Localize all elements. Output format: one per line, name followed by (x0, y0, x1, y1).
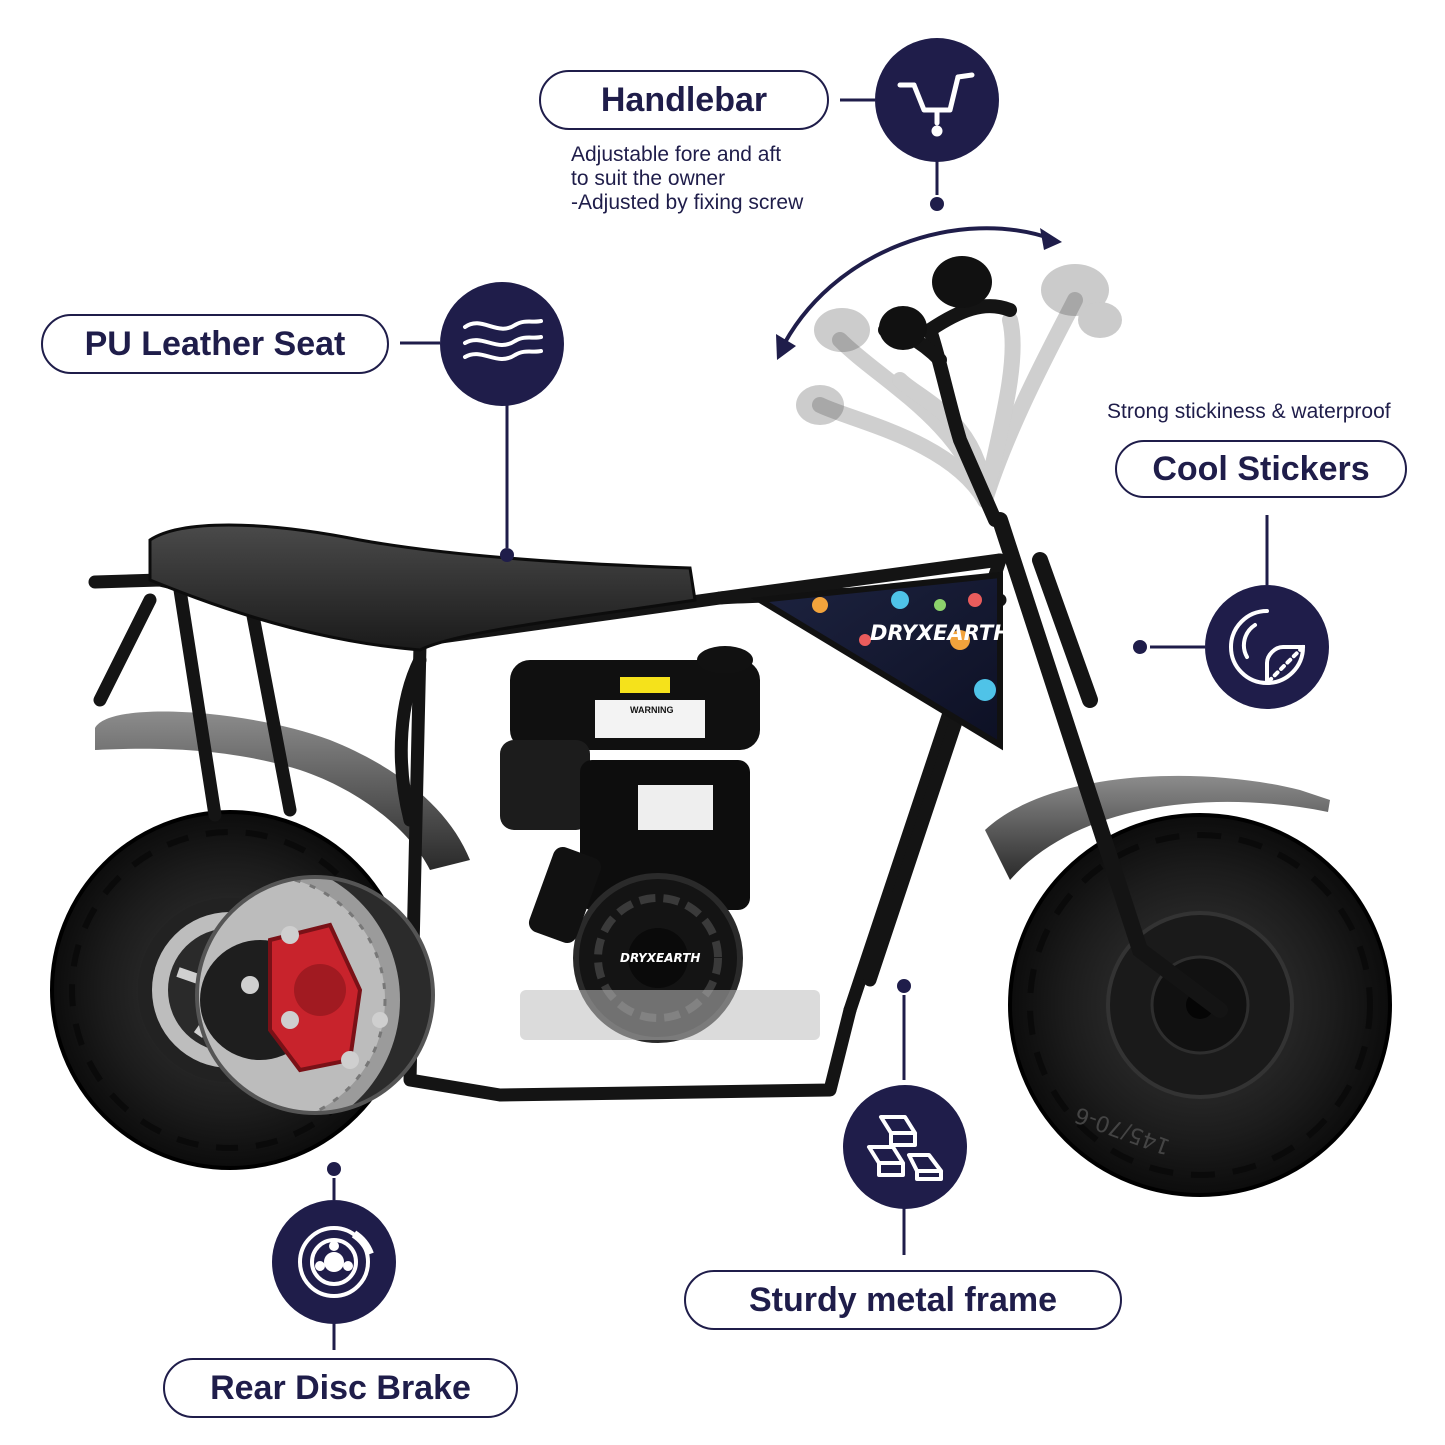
brake-label: Rear Disc Brake (163, 1358, 518, 1418)
warning-label: WARNING (630, 705, 674, 715)
handlebar-note-line-3: -Adjusted by fixing screw (571, 191, 804, 214)
frame-sticker: DRYXEARTH (750, 571, 1011, 751)
arrow-head-right (1040, 228, 1062, 250)
engine-brand-text: DRYXEARTH (620, 951, 700, 965)
handlebar-note-line-2: to suit the owner (571, 167, 726, 190)
stickers-label: Cool Stickers (1115, 440, 1407, 498)
handlebar-label: Handlebar (539, 70, 829, 130)
seat (148, 523, 697, 652)
arrow-head-left (776, 334, 796, 360)
stickers-note: Strong stickiness & waterproof (1107, 400, 1391, 423)
front-fender (985, 775, 1330, 880)
handlebar-note-line-1: Adjustable fore and aft (571, 143, 782, 166)
metal-bars-icon (843, 1085, 967, 1209)
disc-brake-icon (272, 1200, 396, 1324)
sticker-brand-text: DRYXEARTH (870, 621, 1011, 645)
frame-label: Sturdy metal frame (684, 1270, 1122, 1330)
seat-layers-icon (440, 282, 564, 406)
grip-left (879, 306, 927, 350)
adjust-arrow (778, 226, 1056, 353)
leader-lines (332, 98, 1269, 1350)
handlebar-icon (875, 38, 999, 162)
grip-top (932, 256, 992, 308)
front-fork (992, 512, 1228, 1018)
seat-label: PU Leather Seat (41, 314, 389, 374)
sticker-peel-icon (1205, 585, 1329, 709)
ghost-grips (796, 264, 1122, 425)
leader-dots (327, 197, 1147, 1176)
engine: WARNING DRYXEARTH (500, 646, 820, 1043)
